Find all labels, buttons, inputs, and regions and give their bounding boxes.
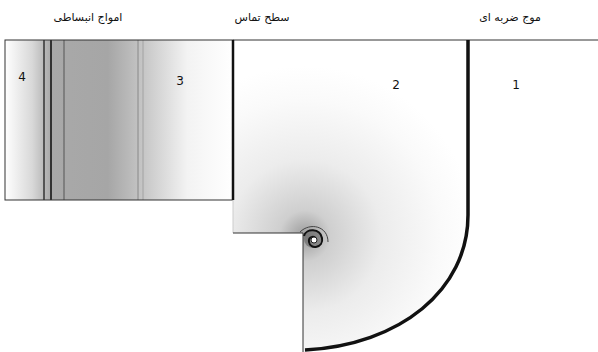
callout-number: 2: [392, 78, 400, 92]
expansion-wave-lines: [44, 40, 143, 200]
region-label: سطح تماس: [234, 11, 289, 24]
region-label: امواج انبساطی: [54, 11, 123, 24]
step-face-wall: [303, 233, 304, 352]
region-label: موج ضربه ای: [479, 11, 541, 24]
contact-surface: [232, 40, 235, 200]
panel-gap: [233, 200, 234, 233]
corner-vortex: [300, 227, 328, 248]
channel-panel: [5, 40, 233, 200]
callout-number: 1: [512, 78, 520, 92]
callout-number: 4: [18, 70, 26, 84]
top-wall: [233, 40, 598, 41]
expansion-fan: [5, 40, 233, 200]
step-top-wall: [233, 233, 303, 234]
callout-number: 3: [176, 74, 184, 88]
shock-wave: [305, 40, 468, 350]
diffracted-region: [233, 40, 468, 352]
